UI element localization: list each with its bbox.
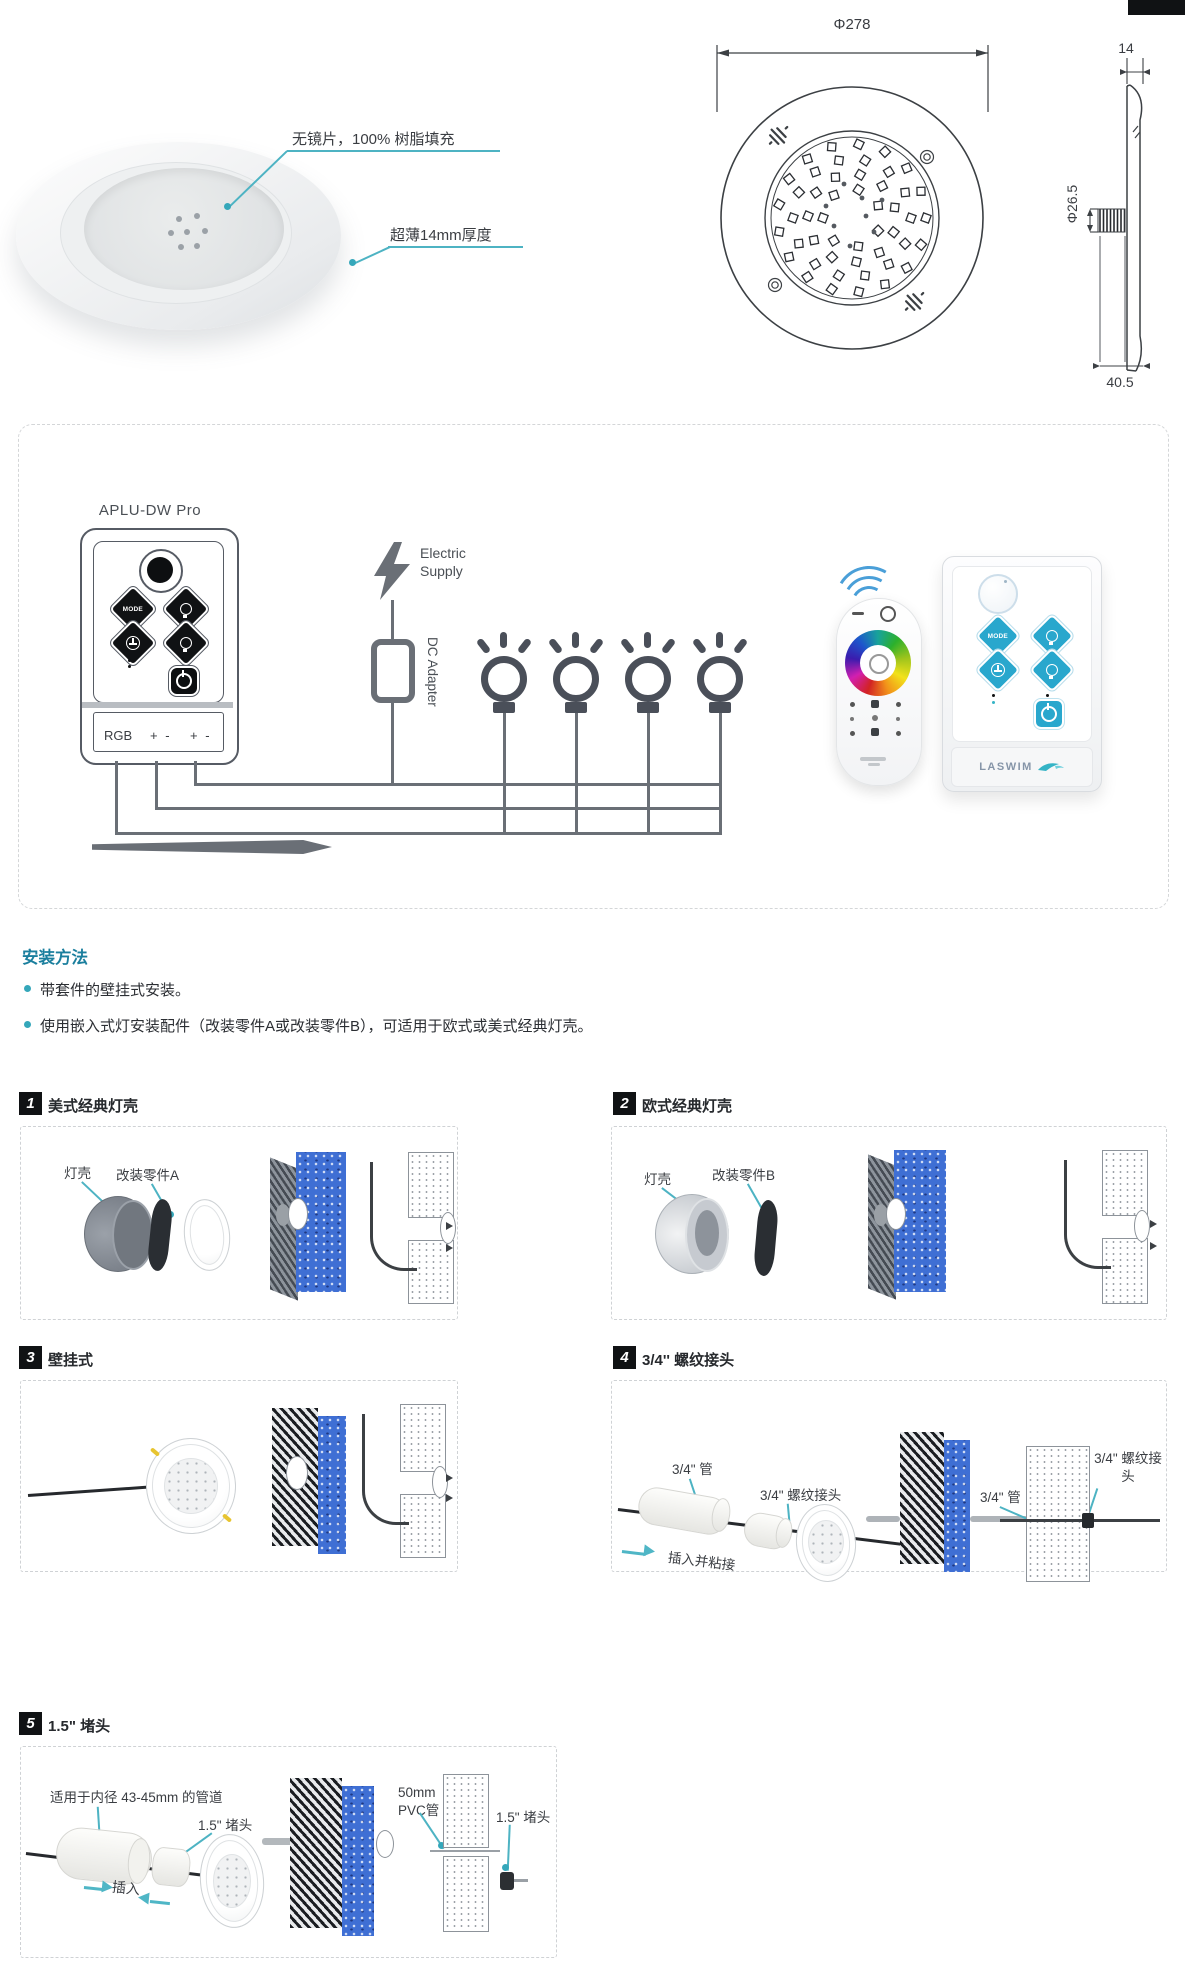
power-button — [1033, 698, 1065, 730]
grille-icon-top — [768, 125, 789, 145]
led-array — [772, 138, 932, 298]
section-3-box — [20, 1380, 458, 1572]
controller-model-label: APLU-DW Pro — [98, 502, 202, 519]
section-2-box — [611, 1126, 1167, 1320]
section-3-title: 壁挂式 — [48, 1352, 94, 1369]
terminal-pm1-label: + - — [150, 728, 172, 743]
pool-wall — [318, 1416, 346, 1554]
pipe-spec-label: 适用于内径 43-45mm 的管道 — [50, 1790, 223, 1805]
concrete-wall-section — [443, 1856, 489, 1932]
circle-button — [880, 606, 896, 622]
supply-cable — [92, 840, 332, 854]
mode-button-label: MODE — [122, 605, 144, 613]
section-5-number: 5 — [19, 1712, 42, 1735]
brand-label: LASWIM — [979, 761, 1033, 773]
callout-thickness-label: 超薄14mm厚度 — [390, 227, 492, 244]
concrete-wall-section — [443, 1774, 489, 1848]
front-diameter-label: Φ278 — [833, 16, 871, 33]
callout-line-thickness — [352, 245, 391, 265]
power-icon — [1041, 703, 1057, 722]
joint-label: 3/4" 螺纹接头 — [760, 1488, 842, 1503]
pool-wall — [342, 1786, 374, 1936]
dc-adapter — [371, 639, 415, 703]
install-bullet-1: 带套件的壁挂式安装。 — [40, 982, 191, 999]
concrete-wall-section — [1026, 1446, 1090, 1582]
action-label: 插入 — [111, 1878, 141, 1898]
lightning-bolt-icon — [374, 542, 410, 600]
install-heading: 安装方法 — [22, 949, 88, 967]
bulb-icon — [180, 637, 192, 649]
plug-label-right: 1.5" 堵头 — [496, 1810, 551, 1825]
section-1-title: 美式经典灯壳 — [48, 1098, 139, 1115]
joint-label-right: 3/4" 螺纹接头 — [1094, 1451, 1162, 1484]
dc-adapter-label: DC Adapter — [425, 637, 440, 707]
bulb-icon — [1046, 664, 1058, 676]
power-icon — [176, 670, 192, 689]
section-4-box — [611, 1380, 1167, 1572]
brand-wave-icon — [1037, 763, 1064, 771]
terminal-rgb-label: RGB — [104, 728, 133, 743]
section-4-title: 3/4'' 螺纹接头 — [642, 1352, 735, 1369]
knob — [139, 549, 183, 593]
front-view-drawing — [716, 45, 989, 350]
plug-label: 1.5" 堵头 — [198, 1818, 253, 1833]
mode-button-label: MODE — [987, 632, 1009, 640]
plug-piece — [150, 1846, 192, 1888]
side-view-drawing — [1087, 58, 1150, 372]
section-1-box — [20, 1126, 458, 1320]
plug-piece-small — [500, 1872, 514, 1890]
bulb-icon — [180, 603, 192, 615]
callout-lens-label: 无镜片，100% 树脂填充 — [292, 131, 455, 148]
knob — [978, 574, 1018, 614]
bulb-icon — [546, 630, 606, 722]
color-wheel-icon — [126, 636, 140, 650]
page-corner-mark — [1128, 0, 1185, 15]
section-2-number: 2 — [613, 1092, 636, 1115]
section-4-number: 4 — [613, 1346, 636, 1369]
side-depth-label: 40.5 — [1106, 374, 1134, 390]
part-a-label: 改装零件A — [116, 1168, 180, 1183]
pool-wall — [944, 1440, 970, 1572]
section-3-number: 3 — [19, 1346, 42, 1369]
callout-dot-thickness — [349, 259, 356, 266]
electric-supply-label: Electric Supply — [420, 545, 466, 580]
callout-dot-lens — [224, 203, 231, 210]
section-2-title: 欧式经典灯壳 — [642, 1098, 733, 1115]
bulb-icon — [474, 630, 534, 722]
bullet-dot — [24, 985, 31, 992]
callout-underline-thickness — [388, 246, 523, 248]
install-bullet-2: 使用嵌入式灯安装配件（改装零件A或改装零件B），可适用于欧式或美式经典灯壳。 — [40, 1018, 593, 1035]
section-5-title: 1.5" 堵头 — [48, 1718, 111, 1735]
grille-icon-bottom — [904, 291, 925, 311]
callout-underline-lens — [287, 150, 500, 152]
touch-center-button — [869, 654, 889, 674]
wiring-diagram-panel — [18, 424, 1169, 909]
housing-label: 灯壳 — [64, 1166, 91, 1181]
power-button — [168, 665, 200, 697]
bulb-icon — [690, 630, 750, 722]
pipe-label-right: 3/4" 管 — [980, 1490, 1021, 1505]
screw-icons — [767, 149, 935, 293]
terminal-block — [93, 712, 224, 752]
pipe-label: 3/4" 管 — [672, 1462, 713, 1477]
section-5-box — [20, 1746, 557, 1958]
bulb-icon — [1046, 630, 1058, 642]
minus-button — [852, 612, 864, 615]
side-width-label: 14 — [1118, 40, 1134, 56]
bulb-icon — [618, 630, 678, 722]
terminal-pm2-label: + - — [190, 728, 212, 743]
part-b-label: 改装零件B — [712, 1168, 776, 1183]
bullet-dot — [24, 1021, 31, 1028]
pvc-pipe-label: 50mm PVC管 — [398, 1785, 440, 1818]
color-wheel-icon — [991, 663, 1005, 677]
housing-label: 灯壳 — [644, 1172, 671, 1187]
section-1-number: 1 — [19, 1092, 42, 1115]
